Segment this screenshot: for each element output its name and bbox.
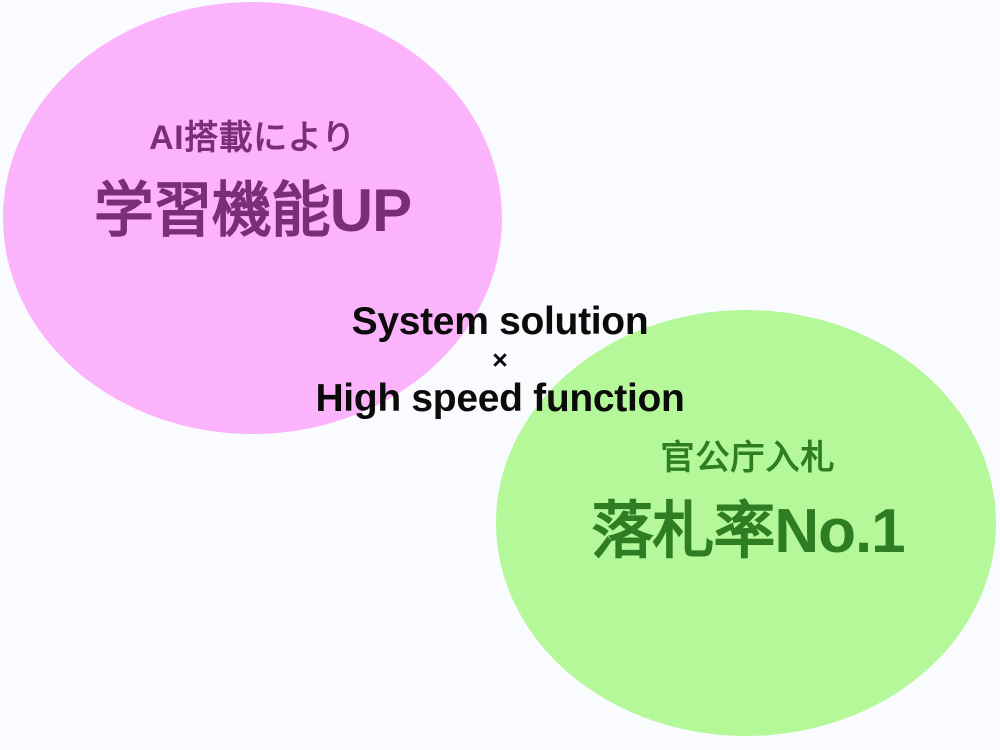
- green-circle: [496, 310, 996, 736]
- pink-circle: [3, 2, 502, 434]
